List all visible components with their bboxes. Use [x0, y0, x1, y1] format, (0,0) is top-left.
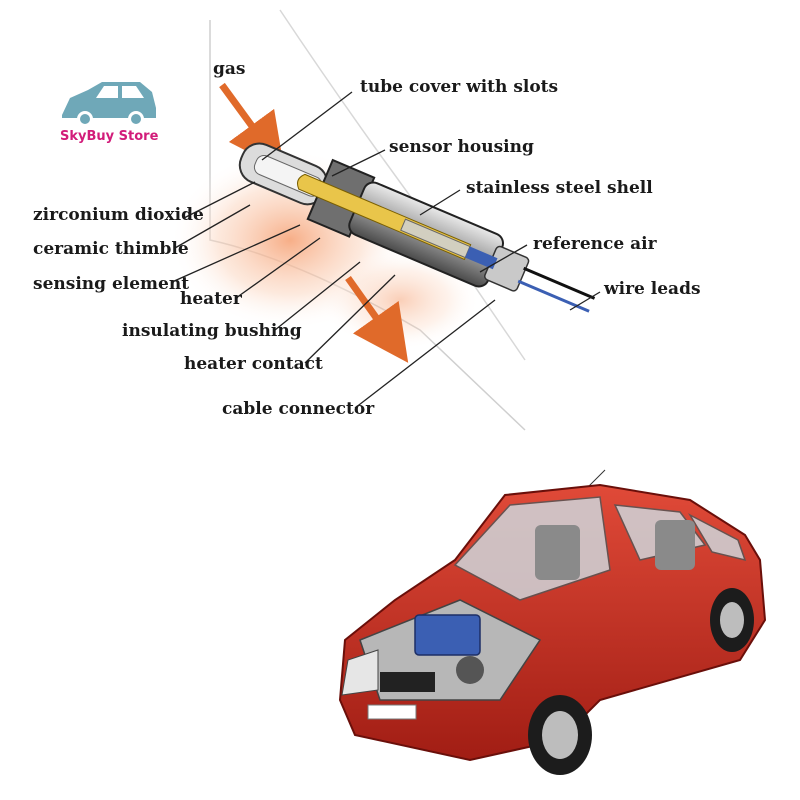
label-sensor-housing: sensor housing [389, 137, 534, 157]
oxygen-sensor [238, 142, 596, 313]
label-wire-leads: wire leads [604, 279, 701, 299]
label-cable-connector: cable connector [222, 399, 375, 419]
label-insulating-bushing: insulating bushing [122, 321, 302, 341]
label-gas: gas [213, 59, 246, 79]
leader-lines [171, 91, 601, 409]
label-steel-shell: stainless steel shell [466, 178, 653, 198]
label-heater: heater [180, 289, 242, 309]
label-heater-contact: heater contact [184, 354, 323, 374]
gas-flow-arrows [219, 82, 409, 363]
label-tube-cover: tube cover with slots [360, 77, 559, 97]
label-sensing-element: sensing element [33, 274, 190, 294]
car-icon [62, 82, 156, 127]
label-thimble: ceramic thimble [33, 239, 189, 259]
store-name: SkyBuy Store [60, 129, 159, 144]
cutaway-car [338, 469, 767, 775]
label-reference-air: reference air [533, 234, 657, 254]
label-zirconium: zirconium dioxide [33, 205, 204, 225]
